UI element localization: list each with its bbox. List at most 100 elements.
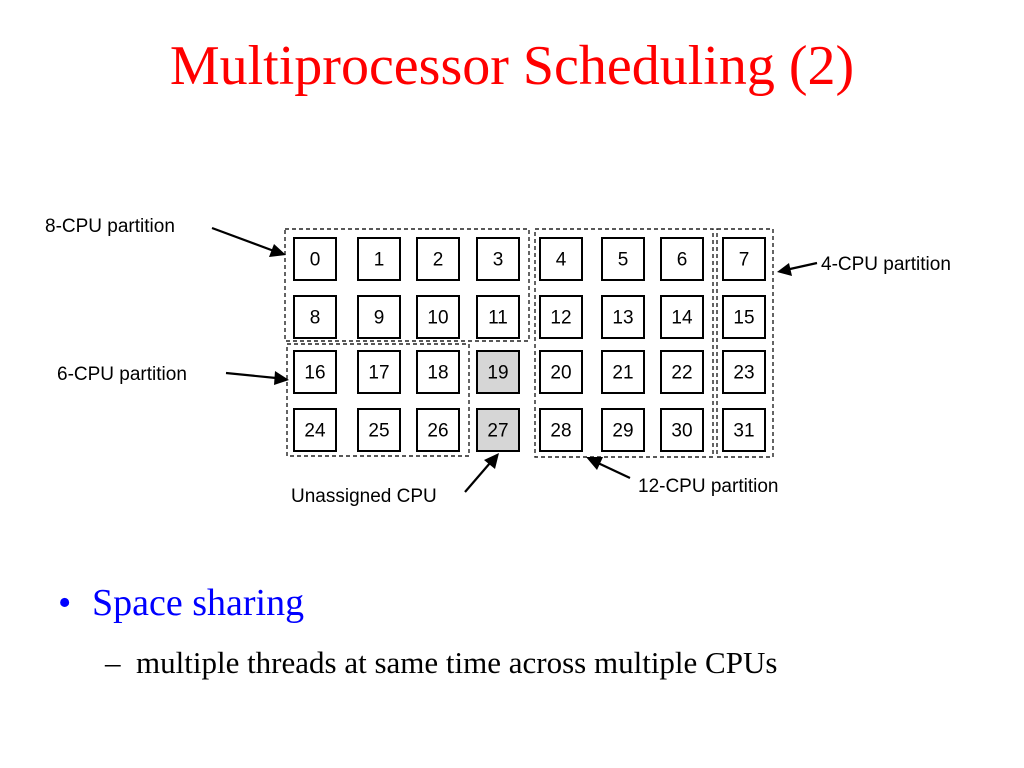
cpu-cell-20: 20	[539, 350, 583, 394]
cpu-cell-3: 3	[476, 237, 520, 281]
label-4-cpu-partition: 4-CPU partition	[821, 254, 951, 275]
cpu-cell-25: 25	[357, 408, 401, 452]
cpu-cell-28: 28	[539, 408, 583, 452]
arrow-8-cpu-partition	[211, 226, 286, 257]
cpu-number: 28	[550, 421, 571, 442]
cpu-box	[357, 350, 401, 394]
cpu-number: 27	[487, 421, 508, 442]
cpu-cell-19: 19	[476, 350, 520, 394]
cpu-number: 11	[488, 308, 508, 329]
cpu-box	[357, 237, 401, 281]
cpu-box	[660, 350, 704, 394]
cpu-cell-31: 31	[722, 408, 766, 452]
cpu-number: 24	[304, 421, 326, 442]
cpu-box	[722, 237, 766, 281]
cpu-cell-14: 14	[660, 295, 704, 339]
cpu-box	[476, 237, 520, 281]
partition-4-cpu-outline	[716, 228, 774, 458]
cpu-cell-16: 16	[293, 350, 337, 394]
partition-outlines	[284, 228, 774, 458]
partition-8-cpu-outline	[284, 228, 530, 342]
cpu-cell-29: 29	[601, 408, 645, 452]
cpu-number: 5	[618, 250, 629, 271]
cpu-cell-4: 4	[539, 237, 583, 281]
cpu-cell-8: 8	[293, 295, 337, 339]
cpu-box	[722, 408, 766, 452]
cpu-number: 0	[310, 250, 321, 271]
cpu-number: 9	[374, 308, 385, 329]
cpu-cell-6: 6	[660, 237, 704, 281]
arrow-4-cpu-partition	[777, 261, 818, 276]
cpu-box	[601, 295, 645, 339]
cpu-box	[476, 350, 520, 394]
cpu-number: 2	[433, 250, 444, 271]
slide-title: Multiprocessor Scheduling (2)	[169, 35, 855, 97]
cpu-cell-5: 5	[601, 237, 645, 281]
cpu-cell-21: 21	[601, 350, 645, 394]
arrow-6-cpu-partition	[225, 371, 289, 385]
cpu-box	[293, 295, 337, 339]
cpu-box	[357, 408, 401, 452]
cpu-cell-12: 12	[539, 295, 583, 339]
cpu-cell-23: 23	[722, 350, 766, 394]
cpu-number: 13	[612, 308, 633, 329]
cpu-cell-17: 17	[357, 350, 401, 394]
cpu-number: 20	[550, 363, 571, 384]
cpu-cell-15: 15	[722, 295, 766, 339]
cpu-cell-18: 18	[416, 350, 460, 394]
cpu-box	[539, 408, 583, 452]
cpu-box	[416, 295, 460, 339]
label-6-cpu-partition: 6-CPU partition	[57, 364, 187, 385]
cpu-number: 15	[733, 308, 754, 329]
cpu-box	[722, 350, 766, 394]
cpu-number: 16	[304, 363, 325, 384]
cpu-number: 8	[310, 308, 321, 329]
cpu-cell-10: 10	[416, 295, 460, 339]
cpu-cell-1: 1	[357, 237, 401, 281]
cpu-box	[293, 408, 337, 452]
cpu-number: 10	[427, 308, 448, 329]
label-12-cpu-partition: 12-CPU partition	[638, 476, 778, 497]
cpu-number: 6	[677, 250, 688, 271]
partition-6-cpu-outline	[286, 343, 470, 457]
cpu-number: 1	[374, 250, 385, 271]
cpu-cell-2: 2	[416, 237, 460, 281]
cpu-cell-0: 0	[293, 237, 337, 281]
cpu-box	[476, 295, 520, 339]
cpu-box	[660, 408, 704, 452]
cpu-cell-22: 22	[660, 350, 704, 394]
cpu-cell-7: 7	[722, 237, 766, 281]
cpu-cell-30: 30	[660, 408, 704, 452]
cpu-cell-13: 13	[601, 295, 645, 339]
cpu-box	[539, 295, 583, 339]
cpu-box	[416, 350, 460, 394]
cpu-number: 18	[427, 363, 448, 384]
arrow-unassigned-cpu	[464, 453, 499, 493]
cpu-box	[357, 295, 401, 339]
cpu-number: 7	[739, 250, 750, 271]
cpu-cell-9: 9	[357, 295, 401, 339]
cpu-box	[722, 295, 766, 339]
cpu-cell-26: 26	[416, 408, 460, 452]
cpu-number: 22	[671, 363, 692, 384]
cpu-number: 26	[427, 421, 448, 442]
cpu-box	[601, 237, 645, 281]
cpu-number: 4	[556, 250, 567, 271]
partition-labels: 8-CPU partition 4-CPU partition 6-CPU pa…	[45, 216, 951, 507]
cpu-box	[601, 408, 645, 452]
cpu-number: 23	[733, 363, 754, 384]
cpu-box	[416, 408, 460, 452]
label-arrows	[211, 226, 818, 493]
cpu-number: 14	[671, 308, 693, 329]
cpu-number: 12	[550, 308, 571, 329]
cpu-box	[293, 237, 337, 281]
cpu-number: 29	[612, 421, 633, 442]
cpu-cell-24: 24	[293, 408, 337, 452]
cpu-box	[416, 237, 460, 281]
cpu-box	[539, 350, 583, 394]
cpu-number: 21	[612, 363, 633, 384]
cpu-number: 17	[368, 363, 389, 384]
